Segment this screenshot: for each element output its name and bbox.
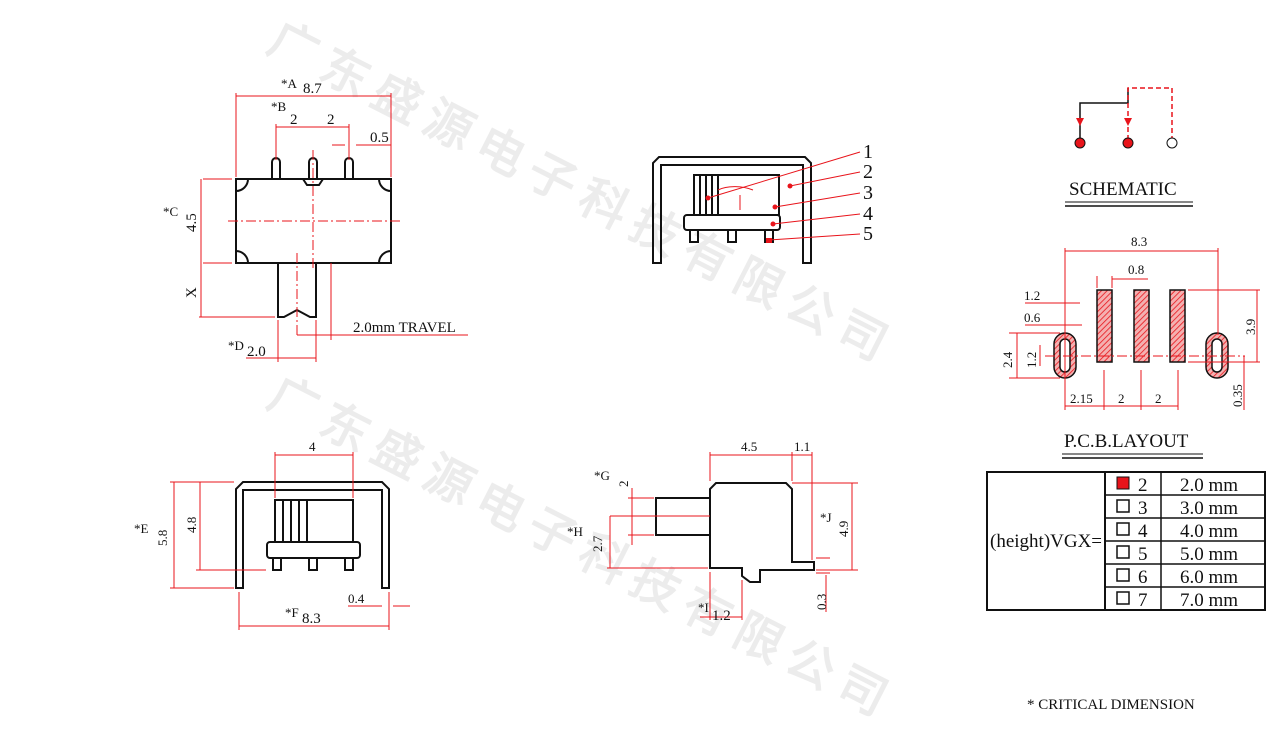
dim-d-label: *D bbox=[228, 338, 244, 353]
callout-3: 3 bbox=[863, 182, 873, 204]
height-option-6[interactable]: 6 6.0 mm bbox=[1116, 567, 1238, 588]
height-option-5[interactable]: 5 5.0 mm bbox=[1116, 544, 1238, 565]
height-table: (height)VGX= 2 2.0 mm 3 3.0 mm 4 4.0 mm … bbox=[986, 471, 1266, 611]
side-dim-body: 4.5 bbox=[741, 439, 757, 454]
side-dim-j-label: *J bbox=[820, 510, 832, 525]
checkbox[interactable] bbox=[1116, 522, 1130, 536]
height-code: 3 bbox=[1138, 498, 1148, 519]
dim-pin-value: 0.5 bbox=[370, 130, 389, 146]
side-dim-tab: 1.1 bbox=[794, 439, 810, 454]
front-dim-leg: 0.4 bbox=[348, 591, 365, 606]
front-dim-e: 5.8 bbox=[155, 530, 170, 546]
callout-5: 5 bbox=[863, 223, 873, 245]
checkbox[interactable] bbox=[1116, 591, 1130, 605]
callout-1: 1 bbox=[863, 141, 873, 163]
checkbox[interactable] bbox=[1116, 545, 1130, 559]
dim-a-label: *A bbox=[281, 76, 298, 91]
pcb-dim-pitch-3: 2 bbox=[1155, 391, 1162, 406]
pcb-dim-offset: 0.35 bbox=[1230, 384, 1245, 407]
checkbox[interactable] bbox=[1116, 499, 1130, 513]
front-view: 4 *E 5.8 4.8 *F 8.3 0.4 bbox=[134, 439, 410, 630]
side-dim-j: 4.9 bbox=[836, 521, 851, 537]
dim-a-value: 8.7 bbox=[303, 81, 322, 97]
pcb-title: P.C.B.LAYOUT bbox=[1064, 431, 1189, 452]
top-view: *A 8.7 *B 2 2 0.5 *C 4.5 X 2.0mm TRAVEL … bbox=[163, 76, 468, 362]
dim-c-value: 4.5 bbox=[184, 213, 200, 232]
front-dim-f-label: *F bbox=[285, 605, 299, 620]
pcb-dim-slot-outer: 1.2 bbox=[1024, 288, 1040, 303]
checkbox[interactable] bbox=[1116, 568, 1130, 582]
side-view: 4.5 1.1 *G 2 *H 2.7 *J 4.9 *I 1.2 0.3 bbox=[567, 439, 858, 624]
side-dim-i: 1.2 bbox=[712, 608, 731, 624]
pcb-dim-pad-height: 3.9 bbox=[1243, 319, 1258, 335]
height-label: (height)VGX= bbox=[990, 531, 1102, 552]
dim-d-value: 2.0 bbox=[247, 344, 266, 360]
height-value: 2.0 mm bbox=[1180, 475, 1238, 496]
height-code: 2 bbox=[1138, 475, 1148, 496]
callout-4: 4 bbox=[863, 203, 873, 225]
front-dim-f: 8.3 bbox=[302, 611, 321, 627]
pcb-dim-slot-height: 2.4 bbox=[1000, 351, 1015, 368]
checkbox-checked[interactable] bbox=[1116, 476, 1130, 490]
front-dim-slot: 4 bbox=[309, 439, 316, 454]
pcb-dim-pitch-1: 2.15 bbox=[1070, 391, 1093, 406]
height-code: 6 bbox=[1138, 567, 1148, 588]
height-value: 6.0 mm bbox=[1180, 567, 1238, 588]
parts-view: 1 2 3 4 5 bbox=[652, 141, 873, 264]
side-dim-i-label: *I bbox=[698, 600, 709, 615]
dim-b1-value: 2 bbox=[290, 112, 298, 128]
dim-b2-value: 2 bbox=[327, 112, 335, 128]
pcb-dim-slot-inner: 0.6 bbox=[1024, 310, 1041, 325]
pcb-dim-total: 8.3 bbox=[1131, 234, 1147, 249]
front-dim-inner: 4.8 bbox=[184, 517, 199, 533]
height-code: 4 bbox=[1138, 521, 1148, 542]
side-dim-h-label: *H bbox=[567, 524, 583, 539]
side-dim-g-label: *G bbox=[594, 468, 610, 483]
front-dim-e-label: *E bbox=[134, 521, 149, 536]
height-option-2[interactable]: 2 2.0 mm bbox=[1116, 475, 1238, 496]
pcb-layout: 8.3 0.8 1.2 0.6 2.4 1.2 3.9 0.35 2.15 2 … bbox=[1000, 234, 1260, 459]
schematic: SCHEMATIC bbox=[1065, 87, 1193, 207]
dim-x-value: X bbox=[184, 287, 200, 298]
height-code: 5 bbox=[1138, 544, 1148, 565]
dim-c-label: *C bbox=[163, 204, 178, 219]
pcb-dim-slot-inner-height: 1.2 bbox=[1024, 352, 1039, 368]
height-option-7[interactable]: 7 7.0 mm bbox=[1116, 590, 1238, 611]
height-value: 4.0 mm bbox=[1180, 521, 1238, 542]
height-value: 3.0 mm bbox=[1180, 498, 1238, 519]
callout-2: 2 bbox=[863, 161, 873, 183]
height-option-3[interactable]: 3 3.0 mm bbox=[1116, 498, 1238, 519]
pcb-dim-pad-width: 0.8 bbox=[1128, 262, 1144, 277]
critical-dimension-note: * CRITICAL DIMENSION bbox=[1027, 697, 1195, 713]
watermark-bottom: 广东盛源电子科技有限公司 bbox=[260, 366, 906, 732]
side-dim-lead: 0.3 bbox=[814, 594, 829, 610]
height-value: 5.0 mm bbox=[1180, 544, 1238, 565]
pcb-dim-pitch-2: 2 bbox=[1118, 391, 1125, 406]
height-value: 7.0 mm bbox=[1180, 590, 1238, 611]
side-dim-h: 2.7 bbox=[590, 535, 605, 552]
travel-label: 2.0mm TRAVEL bbox=[353, 320, 456, 336]
dim-b-label: *B bbox=[271, 99, 287, 114]
height-code: 7 bbox=[1138, 590, 1148, 611]
side-dim-g: 2 bbox=[616, 481, 631, 488]
schematic-title: SCHEMATIC bbox=[1069, 179, 1177, 200]
height-option-4[interactable]: 4 4.0 mm bbox=[1116, 521, 1238, 542]
